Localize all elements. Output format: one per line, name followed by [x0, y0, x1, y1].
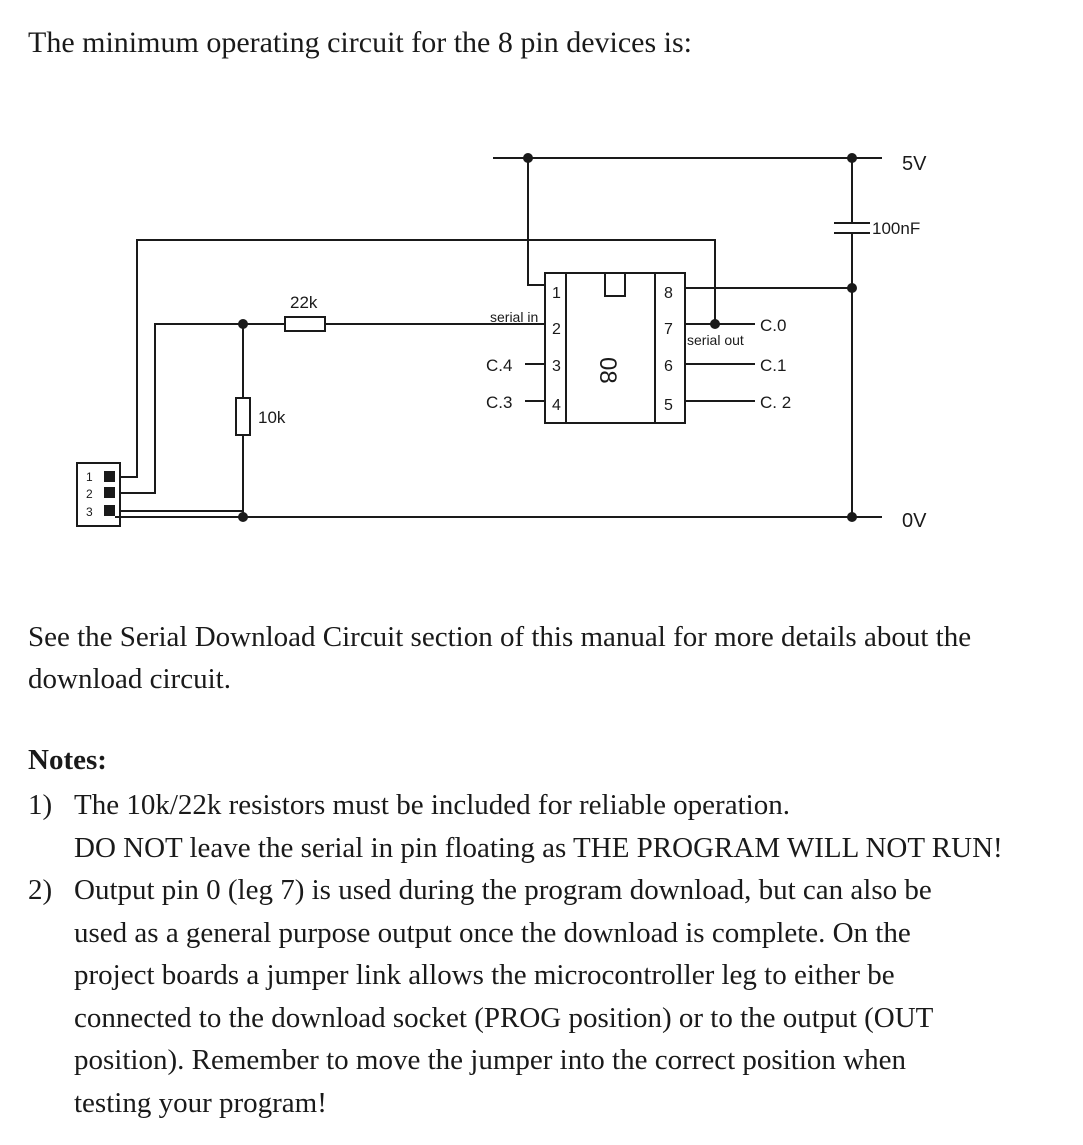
see-more-paragraph: See the Serial Download Circuit section … [28, 621, 972, 695]
port-label-c4: C.4 [486, 356, 512, 375]
pin-number-7: 7 [664, 321, 673, 338]
note-number: 2) [28, 874, 53, 906]
note-line: connected to the download socket (PROG p… [74, 1001, 934, 1034]
note-item: 2) Output pin 0 (leg 7) is used during t… [28, 869, 1068, 1124]
resistor-22k [284, 316, 326, 332]
pin-number-4: 4 [552, 397, 561, 414]
chip-body [544, 272, 686, 424]
ground-label: 0V [902, 510, 927, 532]
port-label-c2: C. 2 [760, 393, 791, 412]
capacitor-label: 100nF [872, 219, 920, 238]
wire-vdd-pin1 [527, 158, 545, 286]
port-label-c1: C.1 [760, 356, 786, 375]
serial-in-label: serial in [490, 309, 538, 325]
note-line: project boards a jumper link allows the … [74, 959, 895, 991]
junction-dot [847, 153, 857, 163]
chip-label: 08 [594, 357, 621, 384]
junction-dot [847, 512, 857, 522]
resistor-10k [235, 397, 251, 436]
connector-pin-label-1: 1 [86, 470, 93, 484]
note-item: 1) The 10k/22k resistors must be include… [28, 784, 1068, 869]
note-line: testing your program! [74, 1086, 327, 1119]
junction-dot [710, 319, 720, 329]
connector-pin-square-2 [104, 487, 115, 498]
note-line: used as a general purpose output once th… [74, 916, 911, 949]
pin-number-1: 1 [552, 285, 561, 302]
chip-notch [604, 273, 626, 297]
port-label-c0: C.0 [760, 316, 786, 335]
pin-number-5: 5 [664, 397, 673, 414]
notes-heading: Notes: [28, 744, 107, 776]
intro-text: The minimum operating circuit for the 8 … [28, 26, 692, 59]
port-label-c3: C.3 [486, 393, 512, 412]
note-line: position). Remember to move the jumper i… [74, 1044, 906, 1076]
connector-pin-square-3 [104, 505, 115, 516]
serial-out-label: serial out [687, 332, 744, 348]
resistor-22k-label: 22k [290, 293, 318, 312]
resistor-10k-label: 10k [258, 408, 286, 427]
note-number: 1) [28, 789, 53, 821]
connector-pin-label-2: 2 [86, 487, 93, 501]
pin-number-8: 8 [664, 285, 673, 302]
connector-pin-label-3: 3 [86, 505, 93, 519]
supply-label: 5V [902, 153, 927, 175]
pin-number-3: 3 [552, 358, 561, 375]
notes-list: 1) The 10k/22k resistors must be include… [28, 784, 1068, 1124]
junction-dot [523, 153, 533, 163]
note-line: Output pin 0 (leg 7) is used during the … [74, 874, 932, 906]
wire-connector-pin1 [120, 239, 716, 478]
connector-box [76, 462, 121, 527]
pin-number-6: 6 [664, 358, 673, 375]
wire-connector-pin2 [120, 323, 285, 494]
circuit-diagram: 5V 0V 100nF 22k 10k serial in serial out… [76, 153, 927, 532]
note-line: DO NOT leave the serial in pin floating … [74, 831, 1003, 864]
junction-dot [238, 512, 248, 522]
junction-dot [238, 319, 248, 329]
junction-dot [847, 283, 857, 293]
pin-number-2: 2 [552, 321, 561, 338]
connector-pin-square-1 [104, 471, 115, 482]
note-line: The 10k/22k resistors must be included f… [74, 789, 790, 821]
